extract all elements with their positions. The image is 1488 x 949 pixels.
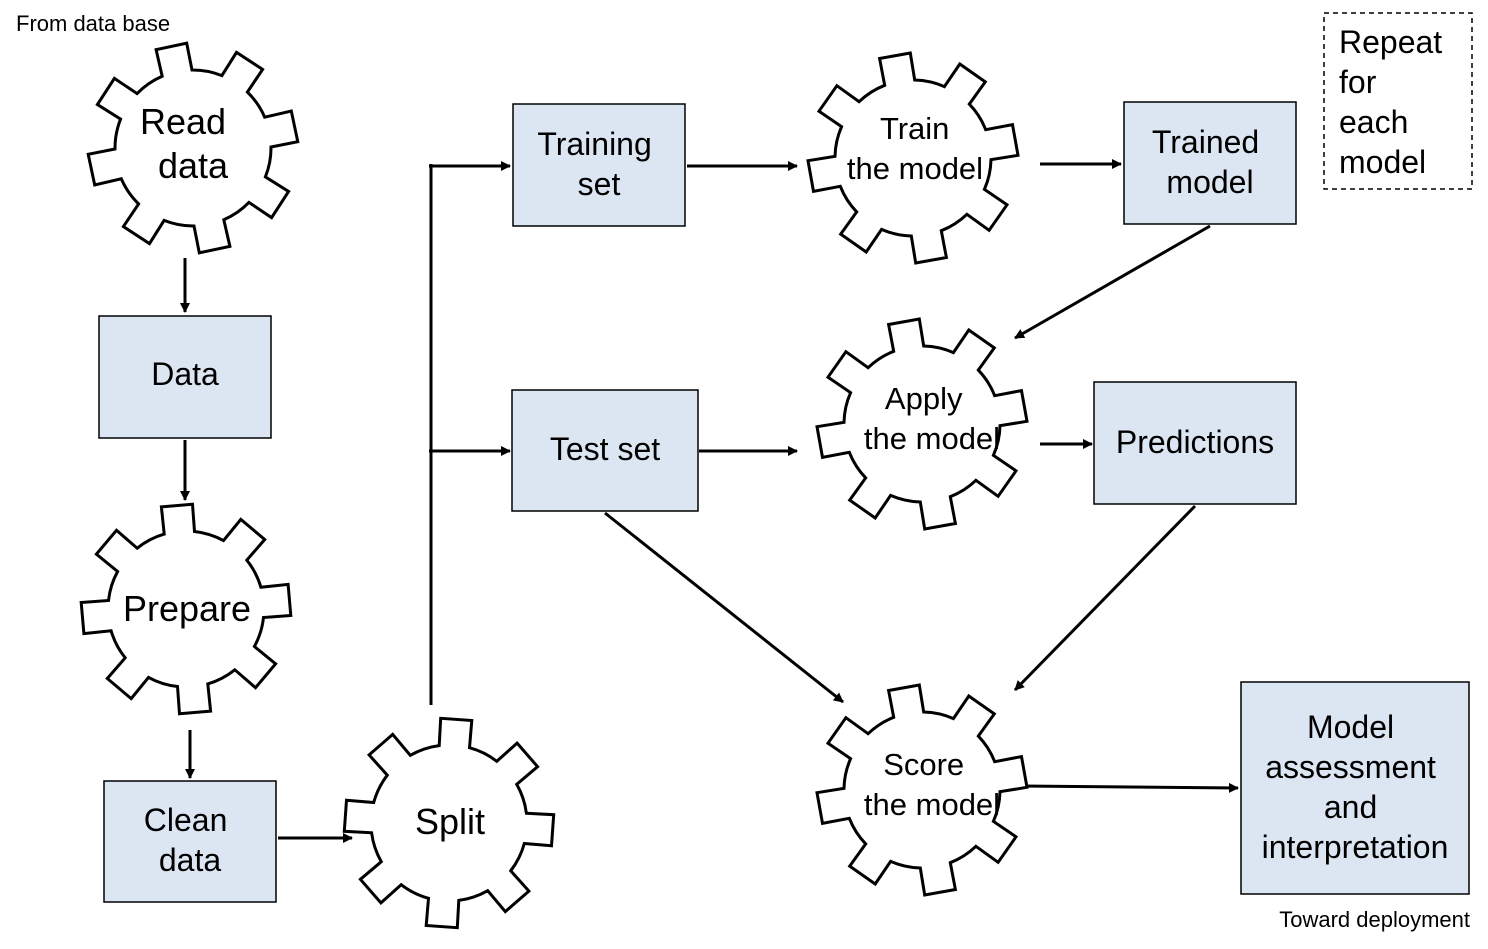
box-trained-model-line: model (1166, 164, 1253, 200)
arrow-trained-to-apply (1014, 224, 1211, 340)
box-clean-data-line: Clean (144, 802, 228, 838)
repeat-note-line: Repeat (1339, 24, 1442, 60)
svg-text:Train the model: Train the model (847, 111, 983, 186)
gear-icon (815, 683, 1029, 897)
box-predictions: Predictions (1093, 381, 1297, 505)
box-trained-model-line: Trained (1152, 124, 1259, 160)
gear-split-line: Split (415, 801, 485, 842)
repeat-note-line: model (1339, 144, 1426, 180)
svg-text:Repeat for each: Repeat for each model (1339, 24, 1451, 180)
gear-train-line: the model (847, 151, 983, 186)
svg-text:Trained model: Trained model (1152, 124, 1268, 200)
box-assessment-line: Model (1307, 709, 1394, 745)
gear-apply-line: Apply (885, 381, 963, 416)
gear-split: Split (342, 716, 556, 930)
svg-text:Predictions: Predictions (1116, 424, 1274, 460)
svg-text:Split: Split (415, 801, 485, 842)
gear-train-line: Train (880, 111, 949, 146)
svg-text:Apply the model: Apply the model (864, 381, 1000, 456)
svg-text:Test set: Test set (550, 431, 660, 467)
source-note: From data base (16, 11, 170, 36)
svg-text:Prepare: Prepare (123, 588, 251, 629)
repeat-note: Repeat for each model (1323, 12, 1473, 190)
box-clean-data-line: data (159, 842, 221, 878)
connectors (180, 159, 1239, 843)
box-clean-data: Clean data (103, 780, 277, 903)
gear-train: Train the model (806, 51, 1020, 265)
repeat-note-line: each (1339, 104, 1408, 140)
box-assessment-line: interpretation (1262, 829, 1449, 865)
gear-read-data-line: Read (140, 101, 226, 142)
gear-score-line: Score (883, 747, 964, 782)
gear-read-data: Read data (86, 41, 300, 255)
box-test-set: Test set (511, 389, 699, 512)
gear-score: Score the model (815, 683, 1029, 897)
gear-read-data-line: data (158, 145, 229, 186)
gear-icon (342, 716, 556, 930)
gear-icon (806, 51, 1020, 265)
svg-text:Clean data: Clean data (144, 802, 237, 878)
box-assessment: Model assessment and interpretation (1240, 681, 1470, 895)
box-data-line: Data (151, 356, 219, 392)
svg-text:Read data: Read data (140, 101, 236, 186)
box-assessment-line: and (1324, 789, 1377, 825)
repeat-note-border (1323, 12, 1473, 190)
svg-text:Score the model: Score the model (864, 747, 1000, 822)
gear-score-line: the model (864, 787, 1000, 822)
target-note: Toward deployment (1279, 907, 1470, 932)
arrow-score-to-assessment (1020, 782, 1239, 793)
gear-icon (79, 502, 293, 716)
gear-icon (815, 317, 1029, 531)
box-test-set-line: Test set (550, 431, 660, 467)
gear-apply-line: the model (864, 421, 1000, 456)
box-trained-model: Trained model (1123, 101, 1297, 225)
svg-text:Model assessment a: Model assessment and interpretation (1262, 709, 1449, 865)
gear-icon (86, 41, 300, 255)
gear-prepare-line: Prepare (123, 588, 251, 629)
arrow-test-to-score (604, 511, 844, 704)
svg-text:Training set: Training set (537, 126, 660, 202)
arrow-predictions-to-score (1013, 504, 1197, 692)
repeat-note-line: for (1339, 64, 1377, 100)
box-training-set-line: set (578, 166, 621, 202)
svg-text:Data: Data (151, 356, 219, 392)
box-predictions-line: Predictions (1116, 424, 1274, 460)
box-data: Data (98, 315, 272, 439)
gear-prepare: Prepare (79, 502, 293, 716)
box-training-set: Training set (512, 103, 686, 227)
gear-apply: Apply the model (815, 317, 1029, 531)
box-training-set-line: Training (537, 126, 651, 162)
box-assessment-line: assessment (1265, 749, 1436, 785)
